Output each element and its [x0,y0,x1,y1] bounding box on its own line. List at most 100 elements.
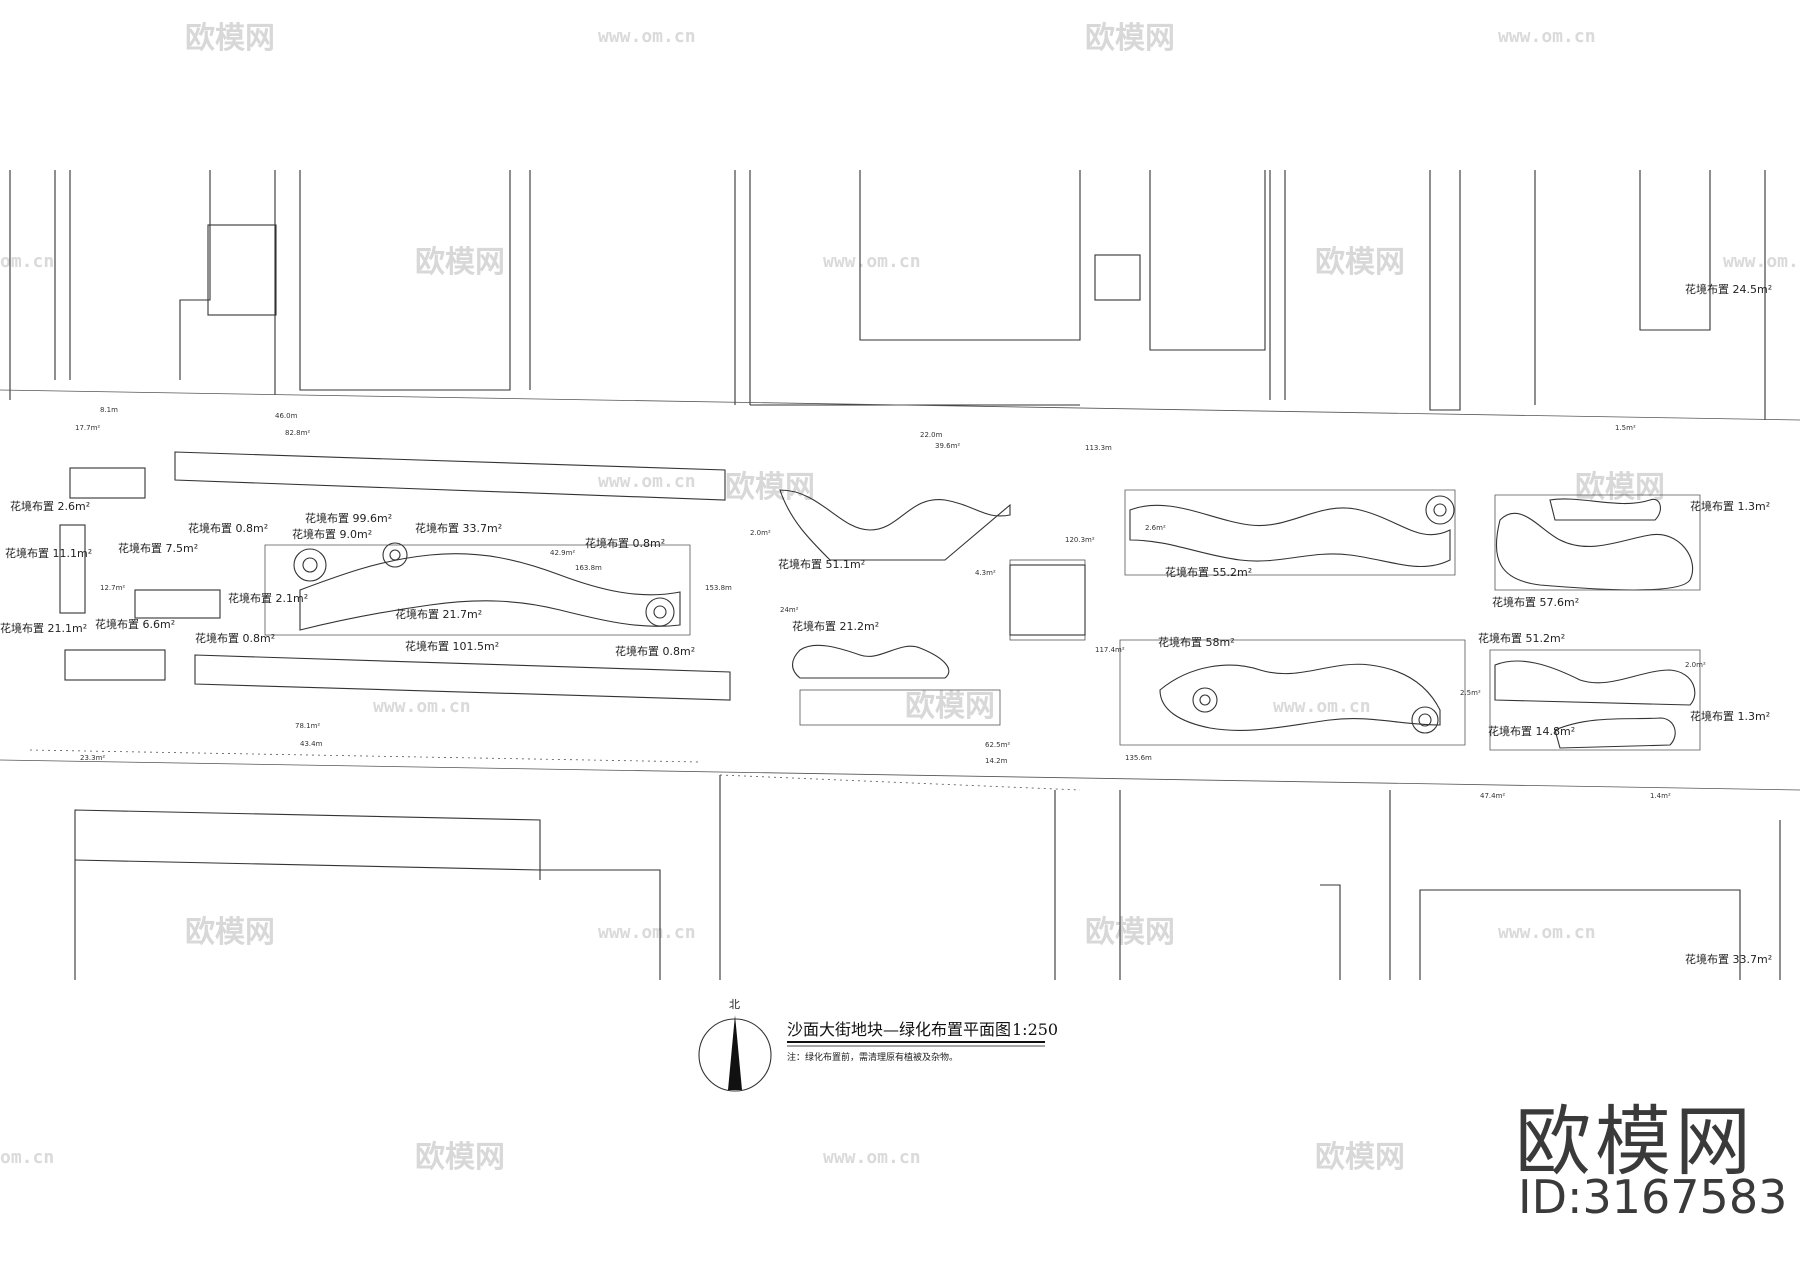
svg-text:www.om.cn: www.om.cn [373,696,471,717]
svg-text:花境布置 51.1m²: 花境布置 51.1m² [778,557,865,571]
svg-text:花境布置 21.2m²: 花境布置 21.2m² [792,619,879,633]
curvy-flower-beds [299,489,1696,749]
brand-id: ID:3167583 [1518,1170,1788,1224]
svg-text:39.6m²: 39.6m² [935,442,960,450]
svg-text:46.0m: 46.0m [275,412,298,420]
brand-logo-text: 欧模网 [1515,1097,1755,1186]
plaza-outlines [264,489,1701,751]
svg-text:47.4m²: 47.4m² [1480,792,1505,800]
center-pavilion [1009,564,1086,636]
svg-text:www.om.cn: www.om.cn [823,251,921,272]
drawing-title-block: 沙面大街地块—绿化布置平面图 1:250 注：绿化布置前，需清理原有植被及杂物。 [787,1020,1058,1063]
svg-text:注：绿化布置前，需清理原有植被及杂物。: 注：绿化布置前，需清理原有植被及杂物。 [787,1051,958,1063]
svg-text:欧模网: 欧模网 [415,1140,505,1175]
svg-text:1.4m²: 1.4m² [1650,792,1671,800]
svg-text:om.cn: om.cn [0,251,54,272]
svg-text:153.8m: 153.8m [705,584,732,592]
svg-text:花境布置 0.8m²: 花境布置 0.8m² [188,521,268,535]
svg-text:欧模网: 欧模网 [905,689,995,724]
area-labels: 花境布置 2.6m² 花境布置 11.1m² 花境布置 21.1m² 花境布置 … [0,282,1772,966]
svg-text:1:250: 1:250 [1012,1020,1058,1039]
svg-text:花境布置 101.5m²: 花境布置 101.5m² [405,639,499,653]
svg-text:42.9m²: 42.9m² [550,549,575,557]
svg-text:欧模网: 欧模网 [1575,470,1665,505]
svg-text:2.6m²: 2.6m² [1145,524,1166,532]
svg-text:花境布置 21.7m²: 花境布置 21.7m² [395,607,482,621]
svg-text:78.1m²: 78.1m² [295,722,320,730]
svg-text:163.8m: 163.8m [575,564,602,572]
svg-text:花境布置 1.3m²: 花境布置 1.3m² [1690,709,1770,723]
bed-far-east-2 [1494,660,1696,706]
svg-text:花境布置 0.8m²: 花境布置 0.8m² [615,644,695,658]
svg-text:22.0m: 22.0m [920,431,943,439]
svg-text:欧模网: 欧模网 [185,21,275,56]
svg-text:120.3m²: 120.3m² [1065,536,1095,544]
bed-far-east-3 [1554,717,1676,749]
svg-text:82.8m²: 82.8m² [285,429,310,437]
svg-text:花境布置 33.7m²: 花境布置 33.7m² [1685,952,1772,966]
svg-text:欧模网: 欧模网 [1315,245,1405,280]
svg-text:8.1m: 8.1m [100,406,118,414]
svg-text:1.5m²: 1.5m² [1615,424,1636,432]
bed-mid-north [779,489,1011,561]
street-edges [0,389,1800,791]
strip-west-vertical [59,524,86,614]
svg-text:113.3m: 113.3m [1085,444,1112,452]
building-outlines-north [9,170,1766,420]
svg-text:www.om.cn: www.om.cn [1498,922,1596,943]
svg-text:om.cn: om.cn [0,1147,54,1168]
svg-text:欧模网: 欧模网 [185,915,275,950]
watermark-layer: 欧模网 欧模网 欧模网 欧模网 欧模网 欧模网 欧模网 欧模网 欧模网 欧模网 … [0,21,1800,1175]
bed-center-west [299,553,681,631]
svg-text:花境布置 57.6m²: 花境布置 57.6m² [1492,595,1579,609]
svg-text:欧模网: 欧模网 [415,245,505,280]
svg-text:花境布置 9.0m²: 花境布置 9.0m² [292,527,372,541]
bed-east-north [1129,504,1451,567]
watermark-url: www.om.cn www.om.cn www.om.cn www.om.cn … [0,26,1800,1168]
svg-text:www.om.cn: www.om.cn [598,26,696,47]
svg-text:花境布置 55.2m²: 花境布置 55.2m² [1165,565,1252,579]
svg-text:117.4m²: 117.4m² [1095,646,1125,654]
svg-text:12.7m²: 12.7m² [100,584,125,592]
strip-small-west [134,589,221,619]
svg-text:花境布置 58m²: 花境布置 58m² [1158,635,1235,649]
svg-text:43.4m: 43.4m [300,740,323,748]
strip-north-long [174,451,726,501]
svg-text:www.om.cn: www.om.cn [1723,251,1800,272]
strip-south-west [64,649,166,681]
bed-mid-south [791,644,950,679]
svg-text:花境布置 2.1m²: 花境布置 2.1m² [228,591,308,605]
building-outlines-south [74,775,1781,980]
svg-text:www.om.cn: www.om.cn [598,922,696,943]
bed-east-south [1159,663,1441,731]
bed-far-east-1 [1495,512,1694,591]
svg-text:24m²: 24m² [780,606,799,614]
svg-text:花境布置 33.7m²: 花境布置 33.7m² [415,521,502,535]
svg-text:北: 北 [729,998,740,1011]
svg-text:花境布置 0.8m²: 花境布置 0.8m² [585,536,665,550]
svg-text:欧模网: 欧模网 [1085,21,1175,56]
svg-text:135.6m: 135.6m [1125,754,1152,762]
svg-text:花境布置 1.3m²: 花境布置 1.3m² [1690,499,1770,513]
svg-text:62.5m²: 62.5m² [985,741,1010,749]
svg-text:17.7m²: 17.7m² [75,424,100,432]
svg-text:2.5m²: 2.5m² [1460,689,1481,697]
svg-text:沙面大街地块—绿化布置平面图: 沙面大街地块—绿化布置平面图 [787,1020,1011,1039]
dimension-labels: 8.1m 17.7m² 46.0m 82.8m² 22.0m 39.6m² 11… [75,406,1706,800]
svg-text:欧模网: 欧模网 [725,470,815,505]
svg-text:花境布置 99.6m²: 花境布置 99.6m² [305,511,392,525]
svg-text:花境布置 2.6m²: 花境布置 2.6m² [10,499,90,513]
svg-text:www.om.cn: www.om.cn [1273,696,1371,717]
svg-text:www.om.cn: www.om.cn [1498,26,1596,47]
spiral-ornaments [293,495,1455,734]
strip-north-west [69,467,146,499]
north-arrow: 北 [698,998,772,1092]
svg-text:14.2m: 14.2m [985,757,1008,765]
svg-text:花境布置 24.5m²: 花境布置 24.5m² [1685,282,1772,296]
watermark-logo: 欧模网 欧模网 欧模网 欧模网 欧模网 欧模网 欧模网 欧模网 欧模网 欧模网 … [185,21,1665,1175]
svg-text:23.3m²: 23.3m² [80,754,105,762]
svg-text:2.0m²: 2.0m² [750,529,771,537]
svg-text:欧模网: 欧模网 [1085,915,1175,950]
svg-text:花境布置 21.1m²: 花境布置 21.1m² [0,621,87,635]
